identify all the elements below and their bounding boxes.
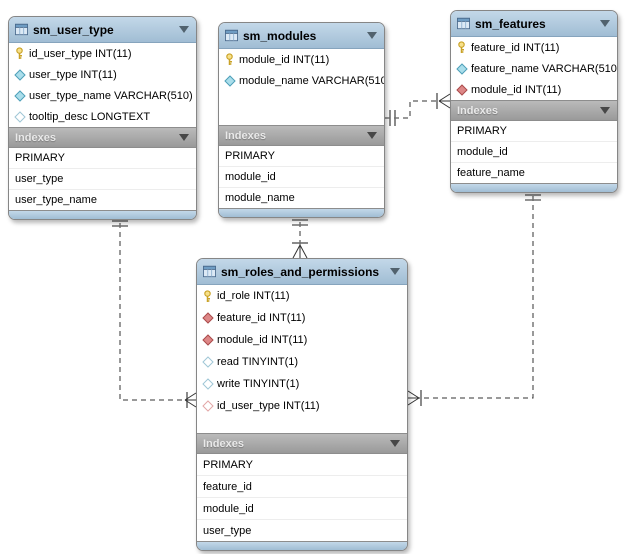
indexes-label: Indexes [15, 131, 56, 144]
collapse-caret-icon[interactable] [390, 440, 400, 447]
index-row: PRIMARY [9, 148, 196, 169]
table-header[interactable]: sm_user_type [9, 17, 196, 43]
table-header[interactable]: sm_roles_and_permissions [197, 259, 407, 285]
column-row: user_type INT(11) [9, 64, 196, 85]
table-sm_features[interactable]: sm_features feature_id INT(11) feature_na… [450, 10, 618, 193]
diamond-blue-outline-icon [13, 110, 26, 123]
index-row: user_type [9, 169, 196, 190]
column-row: tooltip_desc LONGTEXT [9, 106, 196, 127]
column-row: feature_name VARCHAR(510) [451, 58, 617, 79]
table-title: sm_user_type [33, 22, 114, 37]
index-row: feature_id [197, 476, 407, 498]
column-label: feature_id INT(11) [471, 41, 560, 54]
index-row: feature_name [457, 167, 525, 179]
collapse-caret-icon[interactable] [179, 26, 189, 33]
column-label: id_role INT(11) [217, 290, 290, 302]
collapse-caret-icon[interactable] [600, 107, 610, 114]
indexes-header[interactable]: Indexes [9, 127, 196, 148]
diamond-blue-icon [13, 89, 26, 102]
column-row: module_name VARCHAR(510) [219, 70, 384, 91]
column-label: module_name VARCHAR(510) [239, 74, 384, 87]
column-row: write TINYINT(1) [197, 373, 407, 395]
table-footer [451, 183, 617, 192]
relationship-user-type-roles[interactable] [112, 214, 197, 408]
column-label: feature_id INT(11) [217, 312, 306, 324]
index-row: user_type_name [15, 194, 97, 206]
column-row: feature_id INT(11) [197, 307, 407, 329]
column-label: id_user_type INT(11) [217, 400, 320, 412]
diamond-blue-outline-icon [201, 356, 214, 369]
key-icon [201, 289, 214, 303]
table-header[interactable]: sm_features [451, 11, 617, 37]
indexes-header[interactable]: Indexes [451, 100, 617, 121]
diamond-red-icon [455, 83, 468, 96]
collapse-caret-icon[interactable] [600, 20, 610, 27]
key-icon [223, 53, 236, 66]
diamond-blue-icon [455, 62, 468, 75]
column-row: id_role INT(11) [197, 285, 407, 307]
table-sm_roles_and_permissions[interactable]: sm_roles_and_permissions id_role INT(11)… [196, 258, 408, 551]
table-icon [457, 17, 470, 30]
table-footer [9, 210, 196, 219]
index-row: module_id [219, 167, 384, 188]
column-label: tooltip_desc LONGTEXT [29, 110, 151, 123]
index-row: PRIMARY [197, 454, 407, 476]
column-row: id_user_type INT(11) [9, 43, 196, 64]
diamond-blue-icon [223, 74, 236, 87]
column-label: user_type INT(11) [29, 68, 117, 81]
table-icon [225, 29, 238, 42]
table-sm_user_type[interactable]: sm_user_type id_user_type INT(11) user_ty… [8, 16, 197, 220]
relationship-modules-features[interactable] [385, 93, 451, 126]
indexes-header[interactable]: Indexes [219, 125, 384, 146]
diamond-blue-outline-icon [201, 378, 214, 391]
index-row: module_id [451, 142, 617, 163]
collapse-caret-icon[interactable] [367, 132, 377, 139]
indexes-label: Indexes [457, 104, 498, 117]
diamond-red-icon [201, 334, 214, 347]
column-row: user_type_name VARCHAR(510) [9, 85, 196, 106]
column-label: user_type_name VARCHAR(510) [29, 89, 193, 102]
index-row: module_id [197, 498, 407, 520]
key-icon [13, 47, 26, 60]
column-row: module_id INT(11) [219, 49, 384, 70]
index-row: user_type [203, 524, 252, 537]
collapse-caret-icon[interactable] [367, 32, 377, 39]
index-row: PRIMARY [451, 121, 617, 142]
collapse-caret-icon[interactable] [179, 134, 189, 141]
table-title: sm_roles_and_permissions [221, 264, 380, 279]
column-row: id_user_type INT(11) [197, 395, 407, 417]
key-icon [455, 41, 468, 54]
column-label: id_user_type INT(11) [29, 47, 132, 60]
table-icon [203, 265, 216, 278]
column-label: module_id INT(11) [217, 334, 308, 346]
indexes-label: Indexes [225, 129, 266, 142]
diamond-red-icon [201, 312, 214, 325]
table-footer [219, 208, 384, 217]
table-icon [15, 23, 28, 36]
indexes-header[interactable]: Indexes [197, 433, 407, 454]
column-label: write TINYINT(1) [217, 378, 300, 390]
column-row: read TINYINT(1) [197, 351, 407, 373]
column-row: module_id INT(11) [197, 329, 407, 351]
relationship-modules-roles[interactable] [292, 213, 308, 259]
column-label: read TINYINT(1) [217, 356, 299, 368]
column-row: module_id INT(11) [451, 79, 617, 100]
table-header[interactable]: sm_modules [219, 23, 384, 49]
index-row: PRIMARY [219, 146, 384, 167]
indexes-label: Indexes [203, 437, 244, 450]
relationship-features-roles[interactable] [407, 187, 541, 406]
collapse-caret-icon[interactable] [390, 268, 400, 275]
column-row: feature_id INT(11) [451, 37, 617, 58]
index-row: module_name [225, 192, 295, 204]
column-label: feature_name VARCHAR(510) [471, 62, 617, 75]
column-label: module_id INT(11) [239, 53, 330, 66]
diamond-red-outline-icon [201, 400, 214, 413]
column-label: module_id INT(11) [471, 83, 562, 96]
table-sm_modules[interactable]: sm_modules module_id INT(11) module_name … [218, 22, 385, 218]
table-footer [197, 541, 407, 550]
diamond-blue-icon [13, 68, 26, 81]
table-title: sm_modules [243, 28, 317, 43]
table-title: sm_features [475, 16, 546, 31]
